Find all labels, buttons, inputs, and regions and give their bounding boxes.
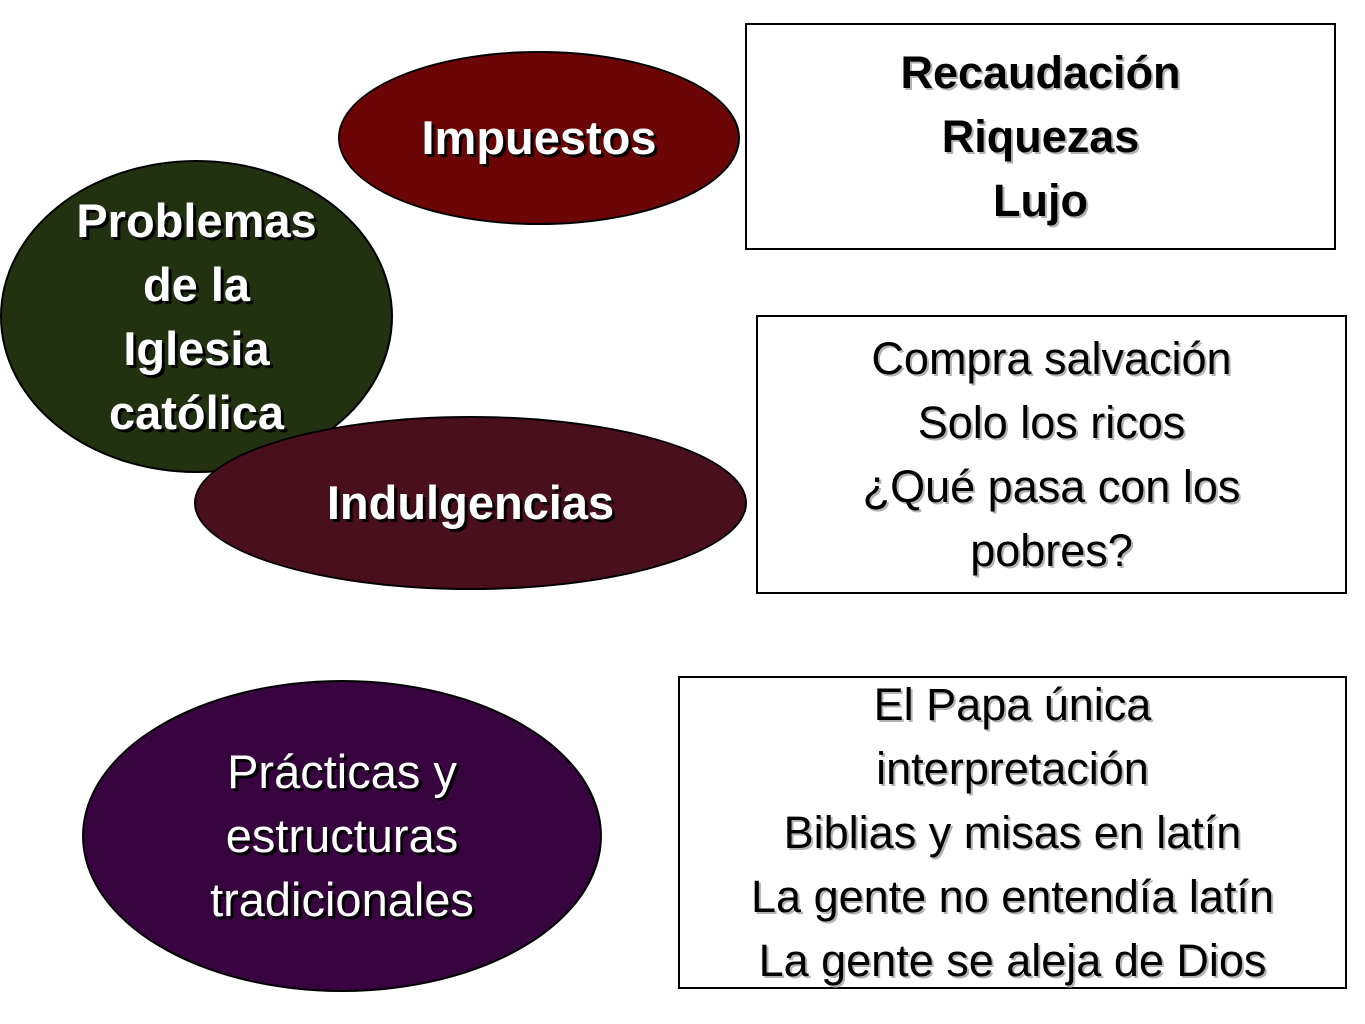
practicas-details: El Papa única interpretación Biblias y m… (751, 673, 1274, 993)
practicas-label-line: estructuras (225, 809, 459, 862)
practicas-label-line: Prácticas y (227, 745, 457, 798)
central-topic-line: Problemas (76, 193, 317, 247)
impuestos-details: Recaudación Riquezas Lujo (900, 41, 1180, 233)
impuestos-ellipse: Impuestos (338, 51, 740, 225)
impuestos-detail-line: Lujo (993, 174, 1088, 226)
central-topic-line: Iglesia (123, 321, 270, 375)
practicas-detail-line: La gente no entendía latín (751, 870, 1274, 922)
practicas-label-line: tradicionales (210, 873, 474, 926)
practicas-label: Prácticas y estructuras tradicionales (210, 740, 474, 932)
central-topic-line: de la (142, 257, 251, 311)
central-topic-line: católica (108, 385, 285, 439)
indulgencias-detail-line: Compra salvación (871, 332, 1232, 384)
indulgencias-details-box: Compra salvación Solo los ricos ¿Qué pas… (756, 315, 1347, 594)
practicas-detail-line: La gente se aleja de Dios (758, 934, 1267, 986)
impuestos-details-box: Recaudación Riquezas Lujo (745, 23, 1336, 250)
practicas-detail-line: interpretación (876, 742, 1149, 794)
practicas-detail-line: Biblias y misas en latín (783, 806, 1242, 858)
indulgencias-detail-line: ¿Qué pasa con los (862, 460, 1241, 512)
practicas-ellipse: Prácticas y estructuras tradicionales (82, 680, 602, 992)
impuestos-label: Impuestos (421, 111, 657, 164)
indulgencias-label: Indulgencias (326, 476, 615, 529)
impuestos-detail-line: Riquezas (941, 110, 1140, 162)
central-topic-ellipse: Problemas de la Iglesia católica (0, 160, 393, 473)
central-topic-label: Problemas de la Iglesia católica (76, 189, 316, 445)
indulgencias-details: Compra salvación Solo los ricos ¿Qué pas… (863, 327, 1241, 583)
practicas-detail-line: El Papa única (873, 678, 1152, 730)
indulgencias-detail-line: Solo los ricos (917, 396, 1186, 448)
practicas-details-box: El Papa única interpretación Biblias y m… (678, 676, 1347, 989)
impuestos-detail-line: Recaudación (900, 46, 1181, 98)
indulgencias-detail-line: pobres? (970, 524, 1133, 576)
indulgencias-ellipse: Indulgencias (194, 416, 747, 590)
